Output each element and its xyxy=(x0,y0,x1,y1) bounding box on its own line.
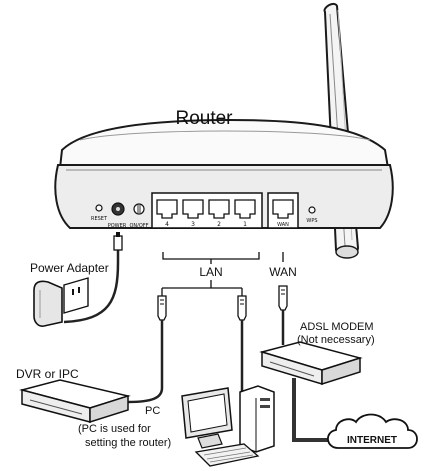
internet-cloud xyxy=(327,413,418,449)
lan-port-1: 1 xyxy=(234,199,256,228)
lan-ports: 4 3 2 1 xyxy=(156,199,256,228)
router: RESET POWER ON/OFF 4 3 2 1 xyxy=(54,118,394,229)
lan-port-3: 3 xyxy=(182,199,204,228)
pc-tower xyxy=(239,385,275,453)
pc-keyboard xyxy=(194,443,260,467)
dvr-device xyxy=(19,379,131,424)
adsl-modem-label-line1: ADSL MODEM xyxy=(300,321,374,333)
wps-label: WPS xyxy=(306,218,317,224)
pc xyxy=(181,385,275,467)
lan-split-line xyxy=(161,280,243,296)
power-adapter xyxy=(33,277,89,327)
svg-text:3: 3 xyxy=(191,221,195,228)
on-off-label: ON/OFF xyxy=(129,223,148,229)
lan-port-4: 4 xyxy=(156,199,178,228)
pc-note-line2: setting the router) xyxy=(85,437,171,449)
dvr-or-ipc-label: DVR or IPC xyxy=(16,367,79,381)
router-label: Router xyxy=(175,108,233,129)
wan-label: WAN xyxy=(269,265,297,279)
reset-button xyxy=(95,204,103,212)
wan-port xyxy=(272,199,294,219)
svg-text:2: 2 xyxy=(217,221,221,228)
reset-label: RESET xyxy=(91,216,108,222)
power-cable xyxy=(63,232,123,324)
pc-note-line1: (PC is used for xyxy=(78,423,151,435)
lan-cable-dvr xyxy=(127,295,167,404)
pc-label: PC xyxy=(145,405,160,417)
lan-label: LAN xyxy=(199,265,222,279)
svg-text:1: 1 xyxy=(243,221,247,228)
wan-cable xyxy=(278,285,288,345)
lan-port-2: 2 xyxy=(208,199,230,228)
internet-label: INTERNET xyxy=(347,435,397,446)
adsl-modem xyxy=(259,341,363,386)
internet-cable xyxy=(292,378,330,442)
wps-button xyxy=(308,206,316,214)
power-label: POWER xyxy=(108,223,127,229)
svg-text:4: 4 xyxy=(165,221,169,228)
wan-port-label: WAN xyxy=(277,222,289,228)
lan-cable-pc xyxy=(237,295,247,392)
power-adapter-label: Power Adapter xyxy=(30,261,109,275)
adsl-modem-label-line2: (Not necessary) xyxy=(297,334,375,346)
lan-bracket xyxy=(162,252,260,264)
